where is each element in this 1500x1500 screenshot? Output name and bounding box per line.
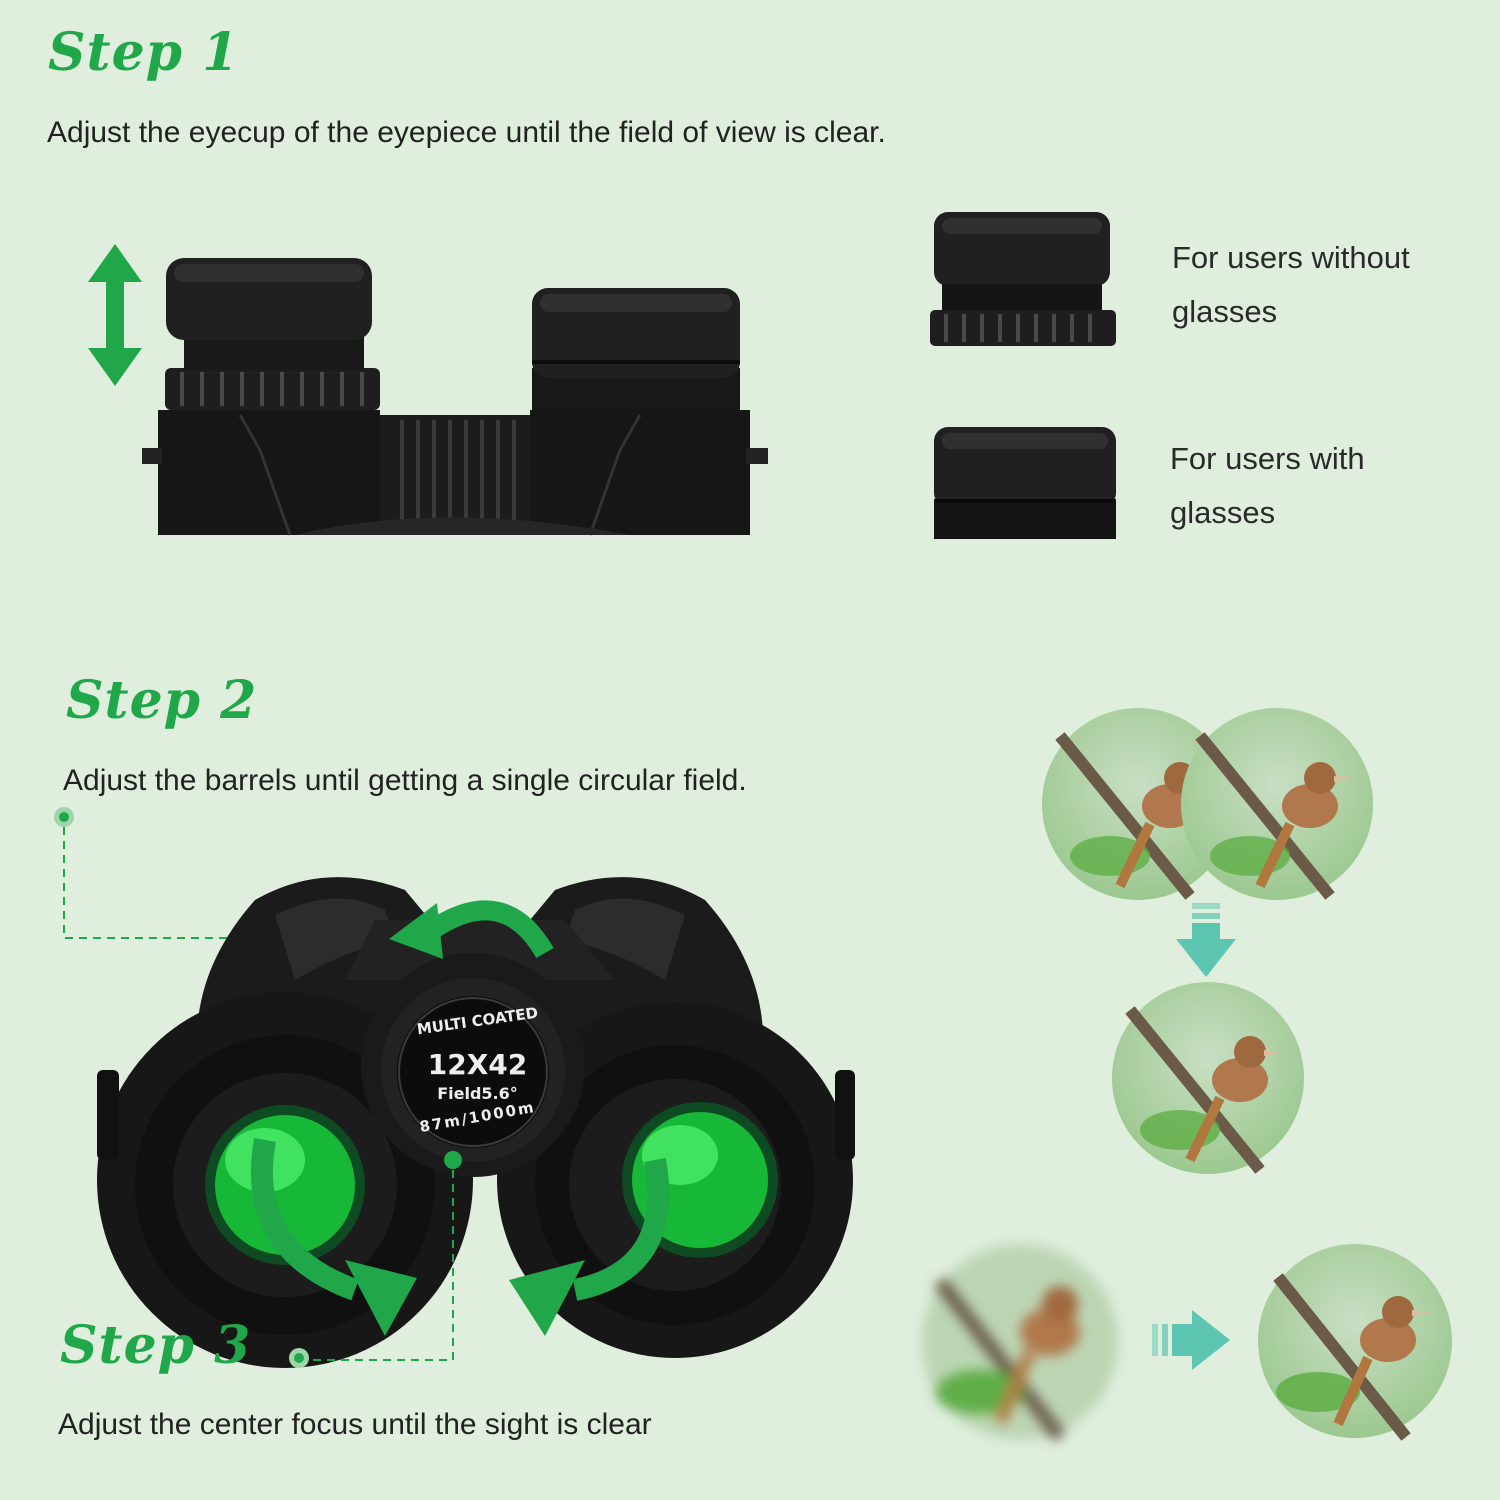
bird-circle-right <box>1181 708 1373 900</box>
bird-view-blurry <box>922 1244 1118 1442</box>
option-without-glasses-line1: For users without <box>1172 240 1410 275</box>
option-without-glasses: For users without glasses <box>1172 231 1410 339</box>
right-arrow-icon <box>1152 1310 1230 1370</box>
step1-title: Step 1 <box>48 22 240 83</box>
binocular-top-view <box>142 258 768 536</box>
option-with-glasses: For users with glasses <box>1170 432 1365 540</box>
down-arrow-icon <box>1176 903 1236 977</box>
option-with-glasses-line1: For users with <box>1170 441 1365 476</box>
step3-leader-line <box>289 1151 462 1368</box>
up-down-arrow-icon <box>88 244 142 386</box>
step2-title: Step 2 <box>66 670 258 731</box>
eyecup-with-glasses <box>934 427 1116 539</box>
rotate-arrow-icon <box>389 900 554 959</box>
step3-description: Adjust the center focus until the sight … <box>58 1408 652 1441</box>
bird-view-double <box>1042 708 1373 900</box>
step3-title: Step 3 <box>60 1315 252 1376</box>
focus-wheel-ridges <box>400 420 516 530</box>
step1-description: Adjust the eyecup of the eyepiece until … <box>47 116 886 149</box>
barrel-rotate-left-arrow-icon <box>250 1138 417 1336</box>
focus-wheel-text-2: 12X42 <box>427 1048 528 1081</box>
bird-view-clear <box>1258 1244 1452 1441</box>
step2-description: Adjust the barrels until getting a singl… <box>63 764 747 797</box>
bird-view-single <box>1112 982 1304 1174</box>
option-without-glasses-line2: glasses <box>1172 294 1278 329</box>
eyecup-without-glasses <box>930 212 1116 346</box>
binocular-front-view <box>97 877 855 1368</box>
option-with-glasses-line2: glasses <box>1170 495 1276 530</box>
focus-wheel-text-3: Field5.6° <box>437 1084 518 1103</box>
barrel-rotate-right-arrow-icon <box>509 1158 670 1336</box>
